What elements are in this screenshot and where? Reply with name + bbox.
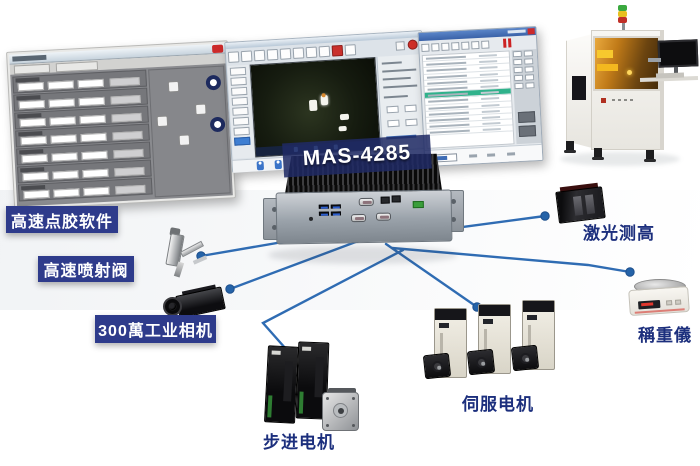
ethernet-port-icon <box>391 195 401 203</box>
usb-port-icon <box>318 211 329 216</box>
servo-motor-device <box>422 352 452 380</box>
label-servo-motor: 伺服电机 <box>462 395 534 414</box>
tower-light-icon <box>618 17 627 23</box>
bolt-hole <box>326 397 329 400</box>
screw-hole <box>451 199 456 204</box>
brand-logo <box>601 98 606 103</box>
machine-foot <box>564 150 576 153</box>
bolt-hole <box>326 424 329 427</box>
label-laser-height: 激光测高 <box>583 224 655 243</box>
servo-motor-device <box>510 344 540 372</box>
tower-light-icon <box>618 11 627 17</box>
serial-port-icon <box>358 197 374 207</box>
machine-foot <box>594 148 602 157</box>
inner-glow <box>597 64 618 71</box>
node-dot <box>625 267 635 277</box>
scale-button <box>665 300 673 306</box>
usb-port-icon <box>330 211 341 216</box>
usb-port-icon <box>318 204 329 209</box>
machine-foot <box>646 150 654 159</box>
badge-dispensing-software: 高速点胶软件 <box>6 206 118 233</box>
servo-motor-group <box>422 300 574 400</box>
serial-port-icon <box>375 212 392 221</box>
tower-pole <box>622 22 625 32</box>
bolt-hole <box>352 424 355 427</box>
link-servo <box>384 242 479 309</box>
screw-hole <box>272 207 277 212</box>
link-scale <box>390 246 632 274</box>
tower-light-icon <box>618 5 627 11</box>
controller-front-panel <box>275 189 453 245</box>
servo-motor-device <box>466 348 496 376</box>
motor-shaft <box>338 408 344 414</box>
link-stepper <box>261 248 405 351</box>
badge-jet-valve: 高速喷射阀 <box>38 256 134 282</box>
brand-text-mark <box>618 99 621 101</box>
bolt-hole <box>352 397 355 400</box>
inner-glow <box>597 50 613 58</box>
servo-unit <box>422 308 468 396</box>
servo-drive <box>478 304 511 374</box>
scale-display <box>637 299 661 310</box>
dispense-head-light <box>627 70 632 75</box>
scale-body <box>628 285 690 317</box>
machine-side-hatch <box>572 76 586 100</box>
servo-unit <box>510 300 556 388</box>
monitor-arm <box>648 58 661 62</box>
usb-port-icon <box>330 204 341 209</box>
serial-port-icon <box>350 213 367 223</box>
controller-shadow <box>268 246 458 264</box>
monitor-stand <box>674 67 678 76</box>
camera-lens <box>163 297 182 316</box>
label-weighing-scale: 稱重儀 <box>638 326 692 345</box>
node-dot <box>225 284 235 294</box>
brand-text-mark <box>630 99 633 101</box>
audio-jack-icon <box>308 216 314 221</box>
brand-text-mark <box>624 99 627 101</box>
badge-industrial-camera: 300萬工业相机 <box>95 315 216 343</box>
machine-foot <box>566 141 574 150</box>
brand-text-mark <box>612 99 615 101</box>
ethernet-port-icon <box>380 196 390 204</box>
machine-foot <box>644 159 656 162</box>
scale-button <box>674 299 682 305</box>
label-stepper-motor: 步进电机 <box>263 433 335 452</box>
machine-right-edge <box>660 30 664 150</box>
servo-unit <box>466 304 512 392</box>
stepper-motor-device <box>320 388 362 432</box>
power-connector-icon <box>412 200 424 209</box>
machine-amber-window <box>593 36 660 91</box>
node-dot <box>540 211 550 221</box>
screw-hole <box>451 217 456 222</box>
stepper-driver <box>264 345 299 424</box>
machine-foot <box>592 157 604 160</box>
screw-hole <box>272 225 277 230</box>
